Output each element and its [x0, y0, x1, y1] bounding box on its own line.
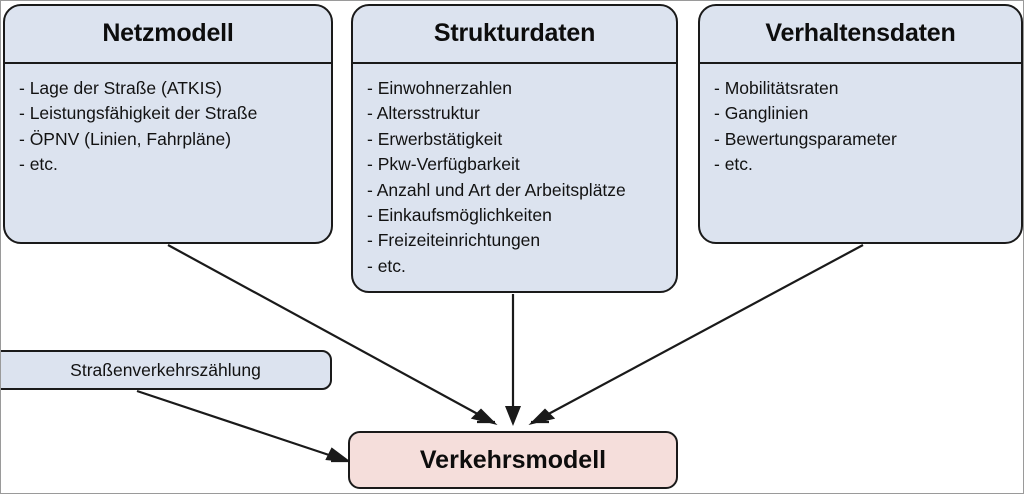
- list-item: - etc.: [367, 255, 406, 276]
- list-item: - Mobilitätsraten: [714, 78, 839, 98]
- node-netzmodell-list: - Lage der Straße (ATKIS) - Leistungsfäh…: [5, 64, 331, 178]
- node-verhaltensdaten-list: - Mobilitätsraten - Ganglinien - Bewertu…: [700, 64, 1021, 178]
- list-item: - etc.: [714, 154, 753, 175]
- edge-strukturdaten-to-verkehrsmodell: [505, 294, 521, 426]
- list-item: - ÖPNV (Linien, Fahrpläne): [19, 128, 232, 149]
- list-item: - Einwohnerzahlen: [367, 78, 512, 98]
- node-verkehrsmodell-label: Verkehrsmodell: [419, 445, 607, 474]
- node-strassenverkehrszaehlung-label: Straßenverkehrszählung: [70, 359, 261, 380]
- list-item: - Freizeiteinrichtungen: [367, 230, 541, 251]
- list-item: - Einkaufsmöglichkeiten: [367, 205, 552, 226]
- list-item: - etc.: [19, 154, 58, 175]
- list-item: - Erwerbstätigkeit: [367, 128, 503, 149]
- list-item: - Lage der Straße (ATKIS): [19, 78, 222, 98]
- edge-strassenverkehrszaehlung-to-verkehrsmodell: [136, 389, 352, 463]
- list-item: - Leistungsfähigkeit der Straße: [19, 103, 258, 124]
- node-verkehrsmodell[interactable]: Verkehrsmodell: [348, 431, 678, 489]
- node-verhaltensdaten[interactable]: Verhaltensdaten - Mobilitätsraten - Gang…: [698, 4, 1023, 244]
- list-item: - Pkw-Verfügbarkeit: [367, 154, 520, 175]
- node-strukturdaten[interactable]: Strukturdaten - Einwohnerzahlen - Alters…: [351, 4, 678, 293]
- node-strukturdaten-list: - Einwohnerzahlen - Altersstruktur - Erw…: [353, 64, 676, 279]
- node-verhaltensdaten-header: Verhaltensdaten: [700, 6, 1021, 64]
- node-netzmodell-header: Netzmodell: [5, 6, 331, 64]
- list-item: - Bewertungsparameter: [714, 128, 897, 149]
- node-strukturdaten-header: Strukturdaten: [353, 6, 676, 64]
- list-item: - Anzahl und Art der Arbeitsplätze: [367, 179, 626, 200]
- list-item: - Altersstruktur: [367, 103, 480, 124]
- list-item: - Ganglinien: [714, 103, 809, 124]
- node-strassenverkehrszaehlung[interactable]: Straßenverkehrszählung: [1, 350, 332, 390]
- node-netzmodell[interactable]: Netzmodell - Lage der Straße (ATKIS) - L…: [3, 4, 333, 244]
